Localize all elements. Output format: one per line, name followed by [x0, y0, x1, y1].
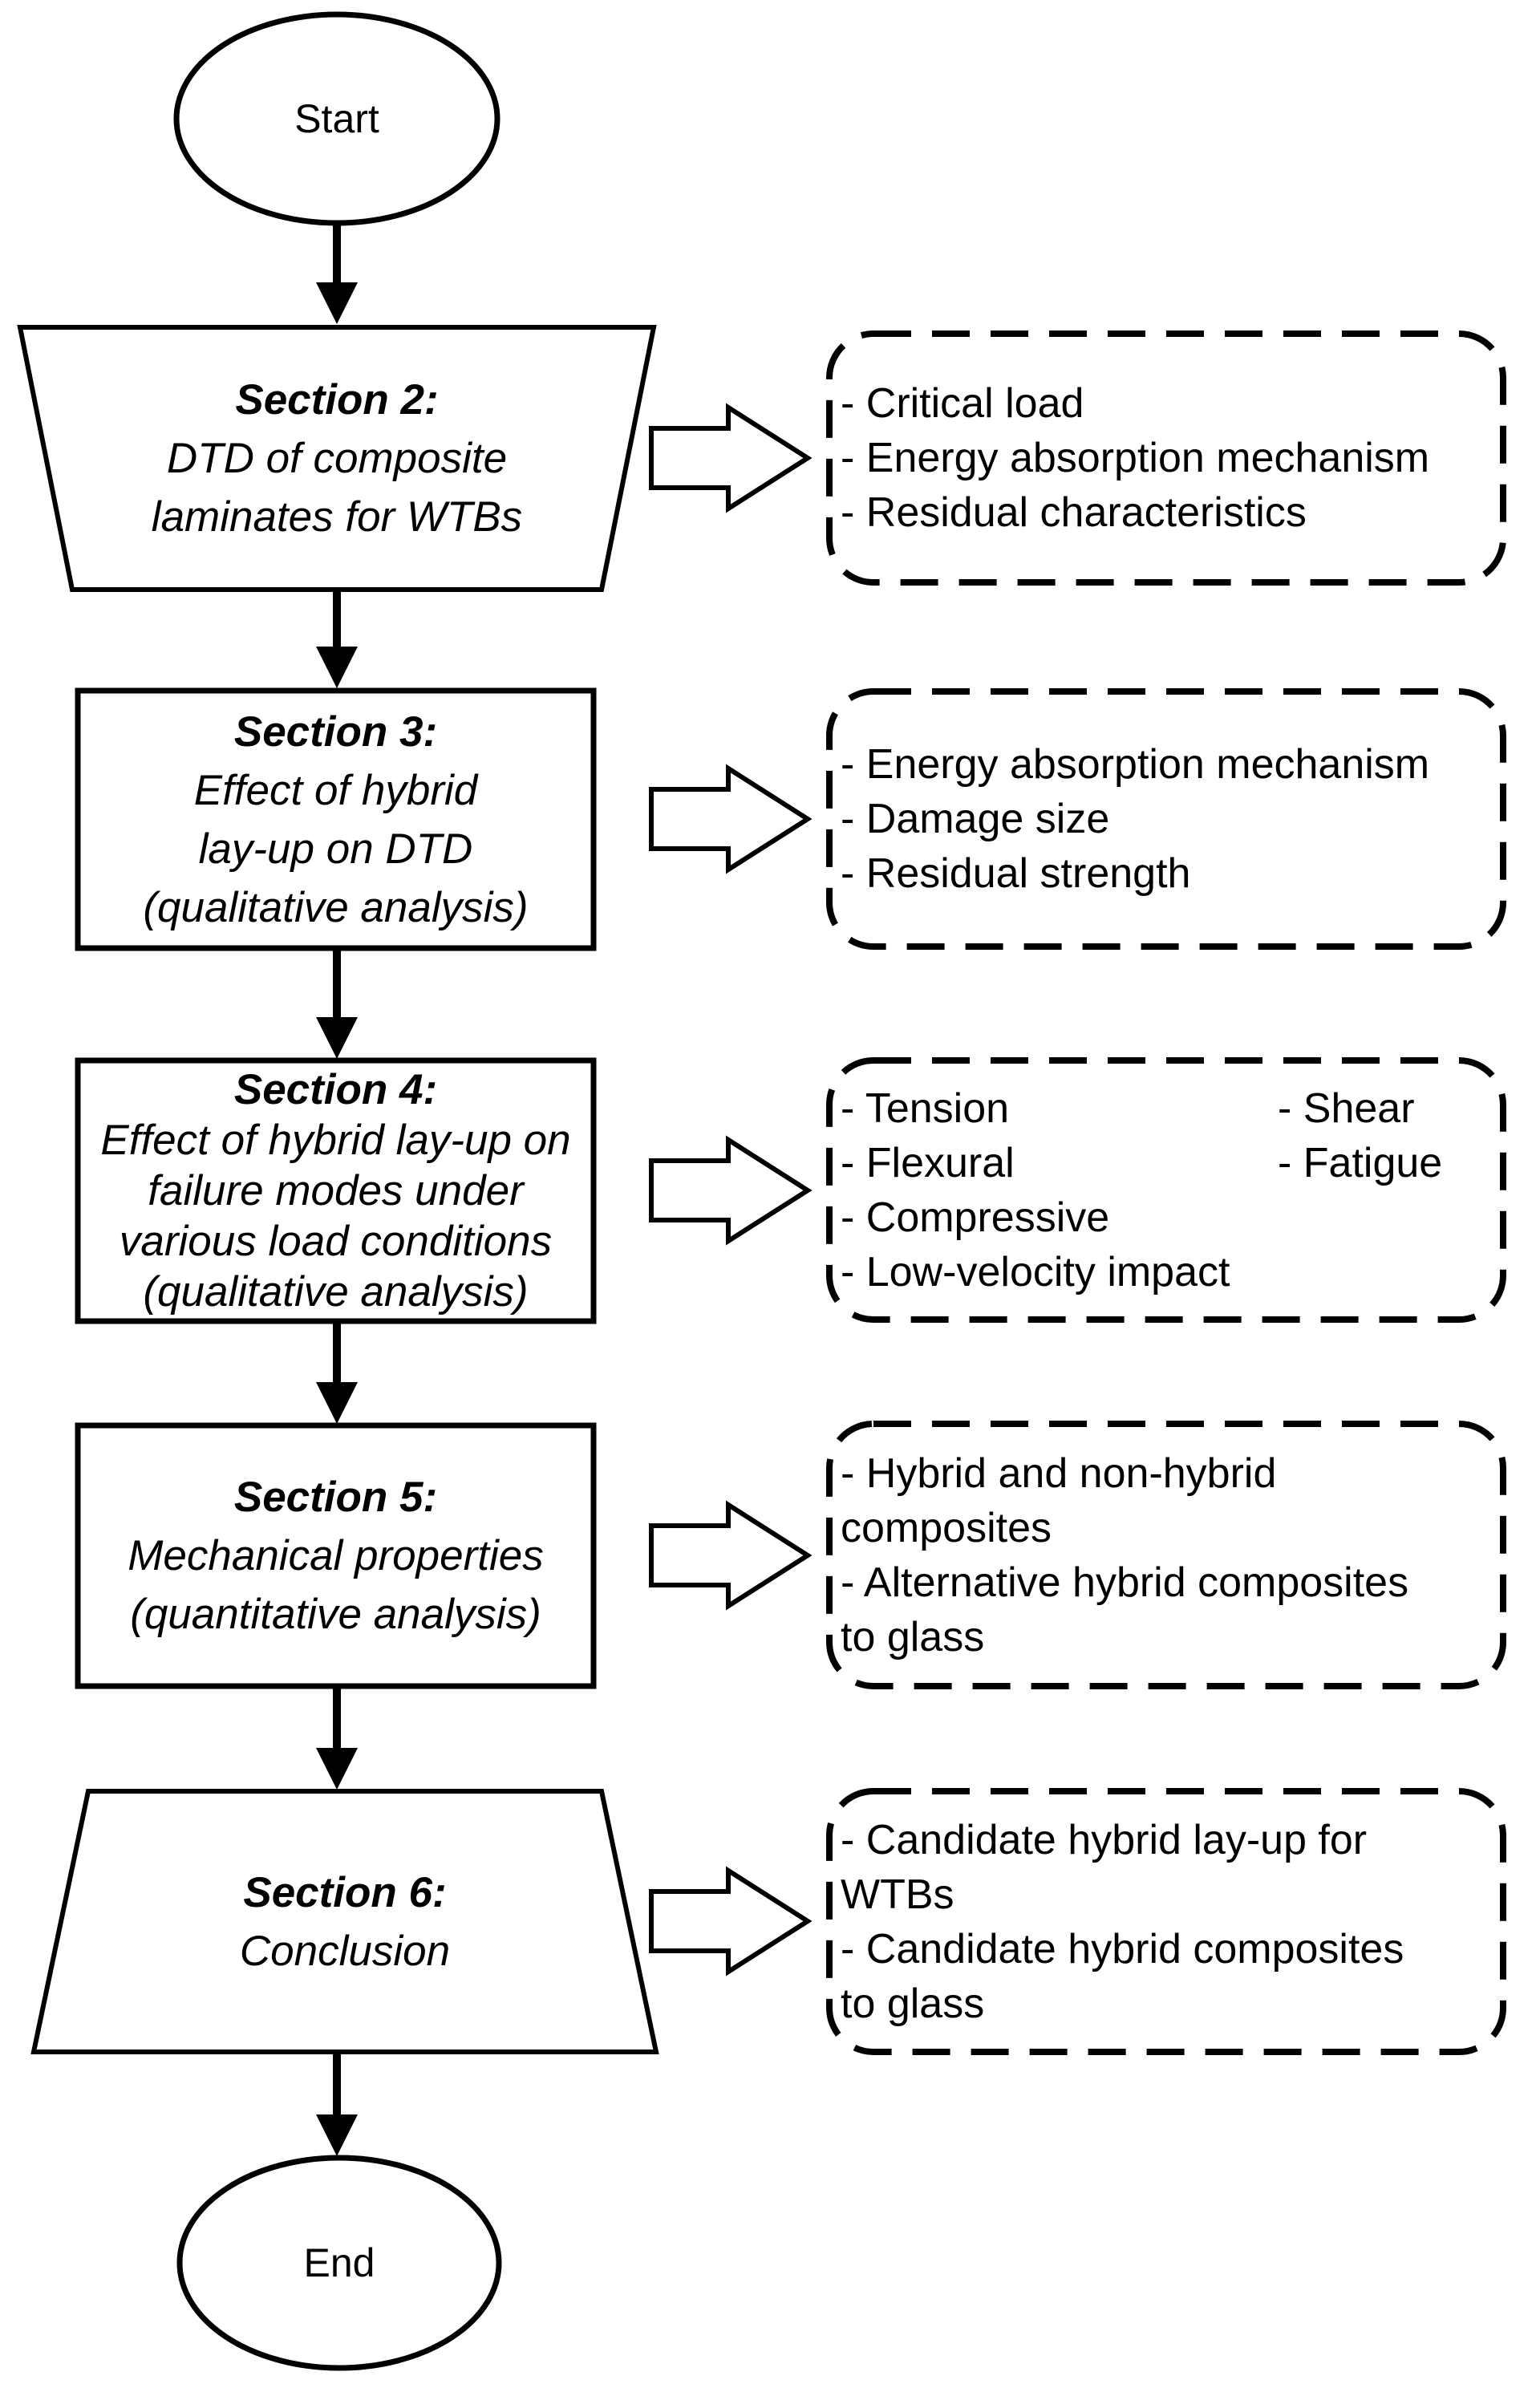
section6-trapezoid — [30, 1789, 659, 2054]
section5-text: Section 5: Mechanical properties (quanti… — [78, 1425, 594, 1686]
section2-trapezoid — [17, 325, 657, 592]
section5-line: Mechanical properties — [128, 1532, 544, 1579]
section2-text: Section 2: DTD of composite laminates fo… — [72, 327, 602, 590]
arrow-section2-to-section3 — [316, 590, 358, 688]
callout-item: - Flexural — [841, 1139, 1015, 1186]
section2-line: laminates for WTBs — [151, 493, 523, 541]
callout-item: - Candidate hybrid composites — [841, 1925, 1404, 1972]
arrow-section3-to-section4 — [316, 948, 358, 1059]
section2-title: Section 2: — [235, 376, 439, 424]
start-label: Start — [294, 96, 379, 141]
section6-line: Conclusion — [239, 1927, 451, 1975]
callout-item: - Candidate hybrid lay-up for — [841, 1816, 1368, 1863]
callout-item: - Damage size — [841, 796, 1110, 842]
callout-box-section5 — [826, 1421, 1506, 1689]
callout-item: - Alternative hybrid composites — [841, 1559, 1409, 1606]
section4-line: various load conditions — [119, 1218, 553, 1265]
callout-item: - Tension — [841, 1085, 1010, 1132]
callout-item: - Critical load — [841, 380, 1084, 427]
callout-item-wrap: to glass — [841, 1613, 985, 1660]
callout-item: - Hybrid and non-hybrid — [841, 1449, 1277, 1497]
arrow-section5-to-section6 — [316, 1686, 358, 1790]
section4-line: Effect of hybrid lay-up on — [100, 1117, 571, 1164]
section4-title: Section 4: — [233, 1066, 438, 1113]
callout-section5-list: - Hybrid and non-hybrid composites - Alt… — [841, 1424, 1482, 1686]
arrow-start-to-section2 — [316, 223, 358, 324]
section3-line: Effect of hybrid — [193, 766, 478, 814]
callout-box-section4 — [826, 1057, 1506, 1323]
callout-item: - Energy absorption mechanism — [841, 435, 1430, 481]
callout-section4-list: - Tension - Flexural - Compressive - Low… — [841, 1060, 1482, 1320]
block-arrow-section4 — [649, 1135, 813, 1246]
section3-title: Section 3: — [233, 707, 438, 756]
section5-title: Section 5: — [233, 1474, 438, 1521]
callout-item-wrap: to glass — [841, 1980, 985, 2027]
callout-item-wrap: composites — [841, 1504, 1052, 1551]
callout-item: - Residual strength — [841, 850, 1191, 897]
callout-column-right: - Shear - Fatigue — [1278, 1081, 1482, 1190]
section5-line: (quantitative analysis) — [130, 1591, 541, 1638]
callout-section6-list: - Candidate hybrid lay-up for WTBs - Can… — [841, 1791, 1482, 2052]
callout-section3-list: - Energy absorption mechanism - Damage s… — [841, 691, 1482, 947]
section3-rectangle — [75, 687, 597, 951]
end-label: End — [303, 2240, 375, 2285]
callout-column-left: - Tension - Flexural - Compressive - Low… — [841, 1081, 1278, 1299]
callout-box-section6 — [826, 1788, 1506, 2055]
arrow-section6-to-end — [316, 2052, 358, 2156]
section4-line: (qualitative analysis) — [143, 1268, 529, 1316]
callout-item-wrap: WTBs — [841, 1871, 954, 1918]
section2-line: DTD of composite — [166, 435, 508, 482]
section3-line: lay-up on DTD — [198, 825, 473, 873]
section6-text: Section 6: Conclusion — [34, 1791, 656, 2052]
section6-title: Section 6: — [243, 1868, 447, 1916]
section3-line: (qualitative analysis) — [143, 883, 529, 931]
section3-text: Section 3: Effect of hybrid lay-up on DT… — [78, 691, 594, 948]
section4-text: Section 4: Effect of hybrid lay-up on fa… — [78, 1060, 594, 1321]
callout-item: - Compressive — [841, 1194, 1110, 1241]
block-arrow-section5 — [649, 1500, 813, 1611]
section4-rectangle — [75, 1057, 597, 1324]
callout-item: - Energy absorption mechanism — [841, 741, 1430, 788]
callout-section2-list: - Critical load - Energy absorption mech… — [841, 334, 1482, 582]
section4-line: failure modes under — [148, 1167, 524, 1214]
block-arrow-section3 — [649, 764, 813, 874]
end-oval — [176, 2155, 502, 2371]
callout-item: - Shear — [1278, 1085, 1415, 1132]
arrow-section4-to-section5 — [316, 1321, 358, 1424]
callout-box-section2 — [826, 330, 1506, 586]
block-arrow-section6 — [649, 1866, 813, 1977]
callout-item: - Fatigue — [1278, 1139, 1443, 1186]
callout-item: - Low-velocity impact — [841, 1248, 1230, 1295]
callout-box-section3 — [826, 688, 1506, 950]
callout-item: - Residual characteristics — [841, 489, 1307, 536]
block-arrow-section2 — [649, 403, 813, 513]
callout-columns: - Tension - Flexural - Compressive - Low… — [841, 1081, 1482, 1299]
